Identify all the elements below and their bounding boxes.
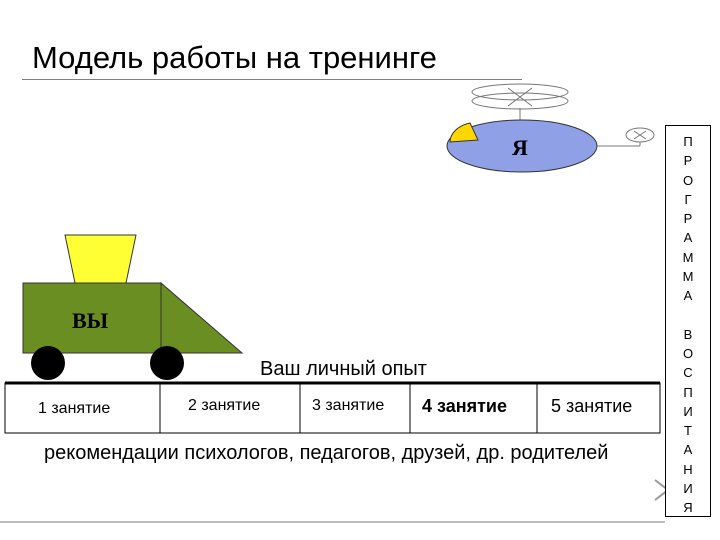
trainer-disk-wedge [449, 122, 479, 143]
tail-rotor-icon [597, 127, 655, 147]
rotor-icon [471, 83, 569, 120]
lesson-3: 3 занятие [312, 397, 385, 414]
experience-label: Ваш личный опыт [260, 358, 427, 380]
title-divider [22, 79, 522, 80]
train-label: ВЫ [72, 308, 109, 333]
train-wheel-left [31, 346, 65, 380]
lesson-4: 4 занятие [422, 396, 507, 416]
hopper [64, 234, 137, 284]
train-body [22, 282, 162, 354]
lesson-track [4, 382, 661, 434]
train-wheel-right [150, 346, 184, 380]
lesson-1: 1 занятие [38, 400, 111, 417]
page-title: Модель работы на тренинге [32, 40, 437, 75]
lesson-2: 2 занятие [188, 397, 261, 414]
train-front [160, 281, 244, 354]
trainer-label: Я [512, 135, 528, 160]
recommendations-text: рекомендации психологов, педагогов, друз… [44, 442, 609, 464]
lesson-5: 5 занятие [551, 396, 633, 416]
